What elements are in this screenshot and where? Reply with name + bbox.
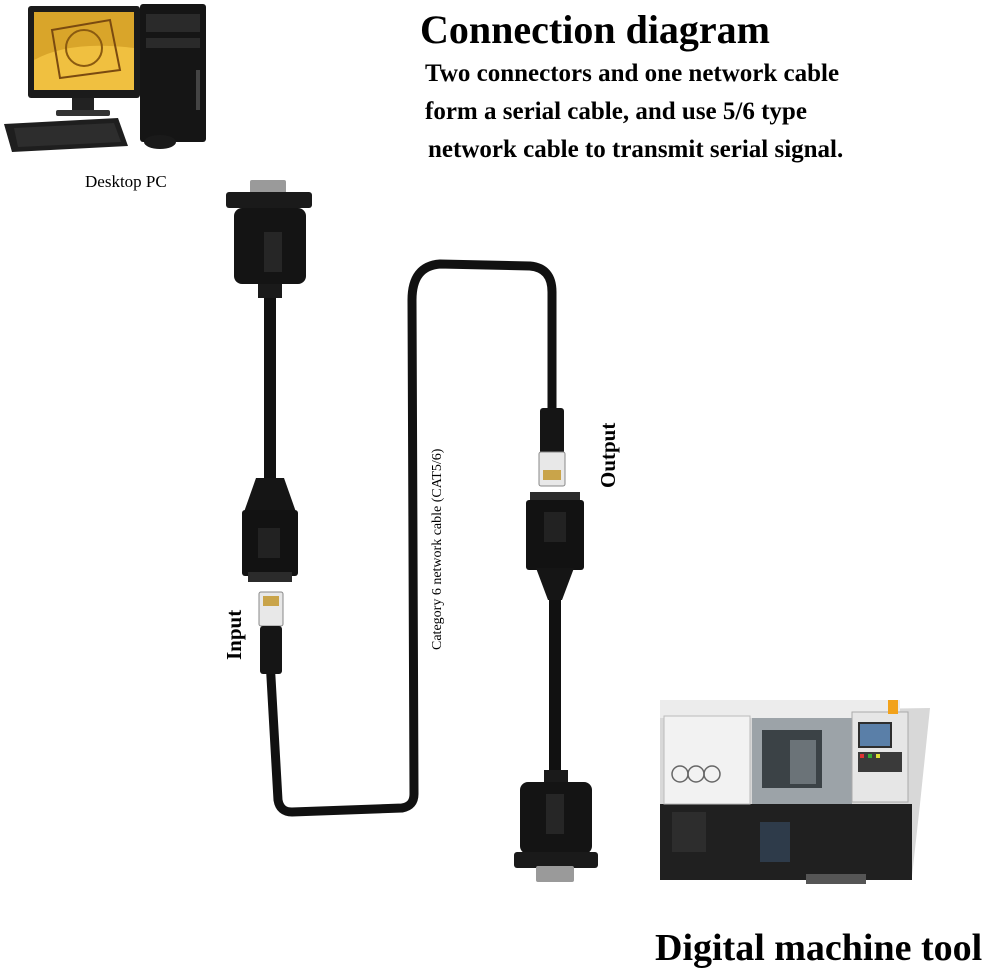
rj45-plug-output xyxy=(539,408,565,486)
rj45-socket-right xyxy=(526,492,584,600)
desktop-pc-label: Desktop PC xyxy=(85,172,167,192)
diagram-title: Connection diagram xyxy=(420,6,770,53)
description-line-2: form a serial cable, and use 5/6 type xyxy=(425,98,807,126)
cable-label: Category 6 network cable (CAT5/6) xyxy=(430,449,446,650)
cnc-machine-illustration xyxy=(660,700,930,884)
db9-connector-left xyxy=(226,180,312,298)
desktop-pc-illustration xyxy=(4,4,206,152)
output-label: Output xyxy=(596,423,621,488)
description-line-1: Two connectors and one network cable xyxy=(425,60,839,88)
rj45-plug-input xyxy=(259,592,283,674)
network-cable xyxy=(270,264,552,812)
input-label: Input xyxy=(222,610,247,660)
description-line-3: network cable to transmit serial signal. xyxy=(428,136,843,164)
machine-tool-label: Digital machine tool xyxy=(655,926,982,970)
rj45-socket-left xyxy=(242,478,298,582)
db9-connector-right xyxy=(514,770,598,882)
